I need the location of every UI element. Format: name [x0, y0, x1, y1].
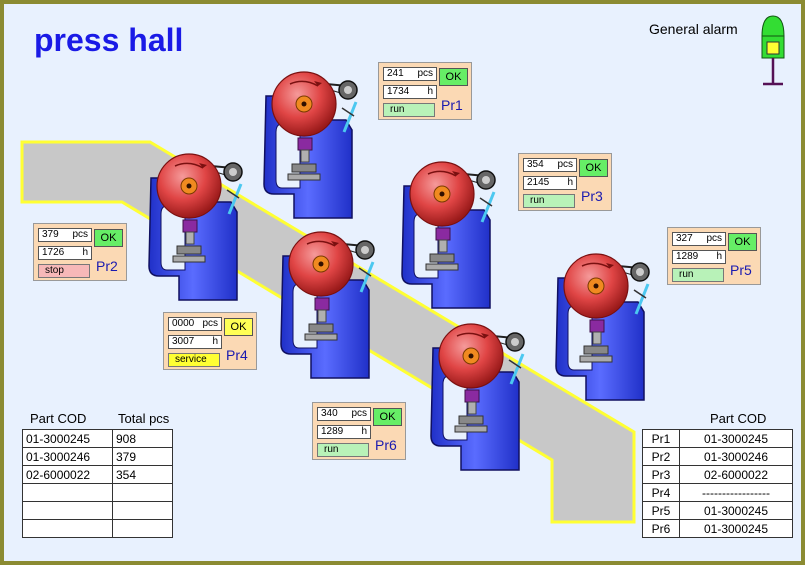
status-badge: run [672, 268, 724, 282]
ok-indicator[interactable]: OK [373, 408, 402, 426]
left-table-header-part: Part COD [30, 411, 87, 426]
status-badge: run [383, 103, 435, 117]
press-machine-pr3[interactable] [400, 160, 497, 310]
part-cod-cell: 01-3000245 [679, 429, 793, 448]
press-name: Pr4 [226, 347, 248, 363]
status-badge: stop [38, 264, 90, 278]
table-row [22, 519, 173, 538]
part-cod-cell: 02-6000022 [22, 465, 113, 484]
ok-indicator[interactable]: OK [579, 159, 608, 177]
part-cod-cell: 01-3000245 [679, 519, 793, 538]
part-cod-cell [22, 483, 113, 502]
total-pcs-cell: 908 [112, 429, 173, 448]
press-machine-pr2[interactable] [147, 152, 244, 302]
alarm-lamp-icon[interactable] [760, 14, 786, 88]
part-cod-cell: 01-3000246 [22, 447, 113, 466]
status-badge: run [523, 194, 575, 208]
table-row: Pr4----------------- [642, 483, 793, 502]
ok-indicator[interactable]: OK [224, 318, 253, 336]
press-name: Pr6 [375, 437, 397, 453]
left-table-header-total: Total pcs [118, 411, 170, 426]
press-cell: Pr6 [642, 519, 680, 538]
status-badge: service [168, 353, 220, 367]
ok-indicator[interactable]: OK [439, 68, 468, 86]
press-cell: Pr3 [642, 465, 680, 484]
part-cod-cell [22, 519, 113, 538]
part-cod-cell: ----------------- [679, 483, 793, 502]
ok-indicator[interactable]: OK [728, 233, 757, 251]
part-cod-cell [22, 501, 113, 520]
press-name: Pr2 [96, 258, 118, 274]
press-cell: Pr5 [642, 501, 680, 520]
status-badge: run [317, 443, 369, 457]
total-pcs-cell: 354 [112, 465, 173, 484]
hall-drawing [20, 70, 651, 524]
press-name: Pr5 [730, 262, 752, 278]
part-cod-cell: 01-3000246 [679, 447, 793, 466]
press-machine-pr5[interactable] [554, 252, 651, 402]
press-machine-pr1[interactable] [262, 70, 359, 220]
table-row [22, 483, 173, 502]
total-pcs-cell [112, 519, 173, 538]
press-name: Pr3 [581, 188, 603, 204]
right-table-header: Part COD [710, 411, 767, 426]
press-cell: Pr4 [642, 483, 680, 502]
press-machine-pr6[interactable] [429, 322, 526, 472]
part-cod-cell: 01-3000245 [679, 501, 793, 520]
total-pcs-cell: 379 [112, 447, 173, 466]
press-name: Pr1 [441, 97, 463, 113]
press-cell: Pr2 [642, 447, 680, 466]
table-row [22, 501, 173, 520]
ok-indicator[interactable]: OK [94, 229, 123, 247]
press-machine-pr4[interactable] [279, 230, 376, 380]
part-cod-cell: 01-3000245 [22, 429, 113, 448]
page-title: press hall [34, 22, 184, 58]
press-cell: Pr1 [642, 429, 680, 448]
total-pcs-cell [112, 483, 173, 502]
total-pcs-cell [112, 501, 173, 520]
part-cod-cell: 02-6000022 [679, 465, 793, 484]
general-alarm-label: General alarm [649, 21, 738, 37]
